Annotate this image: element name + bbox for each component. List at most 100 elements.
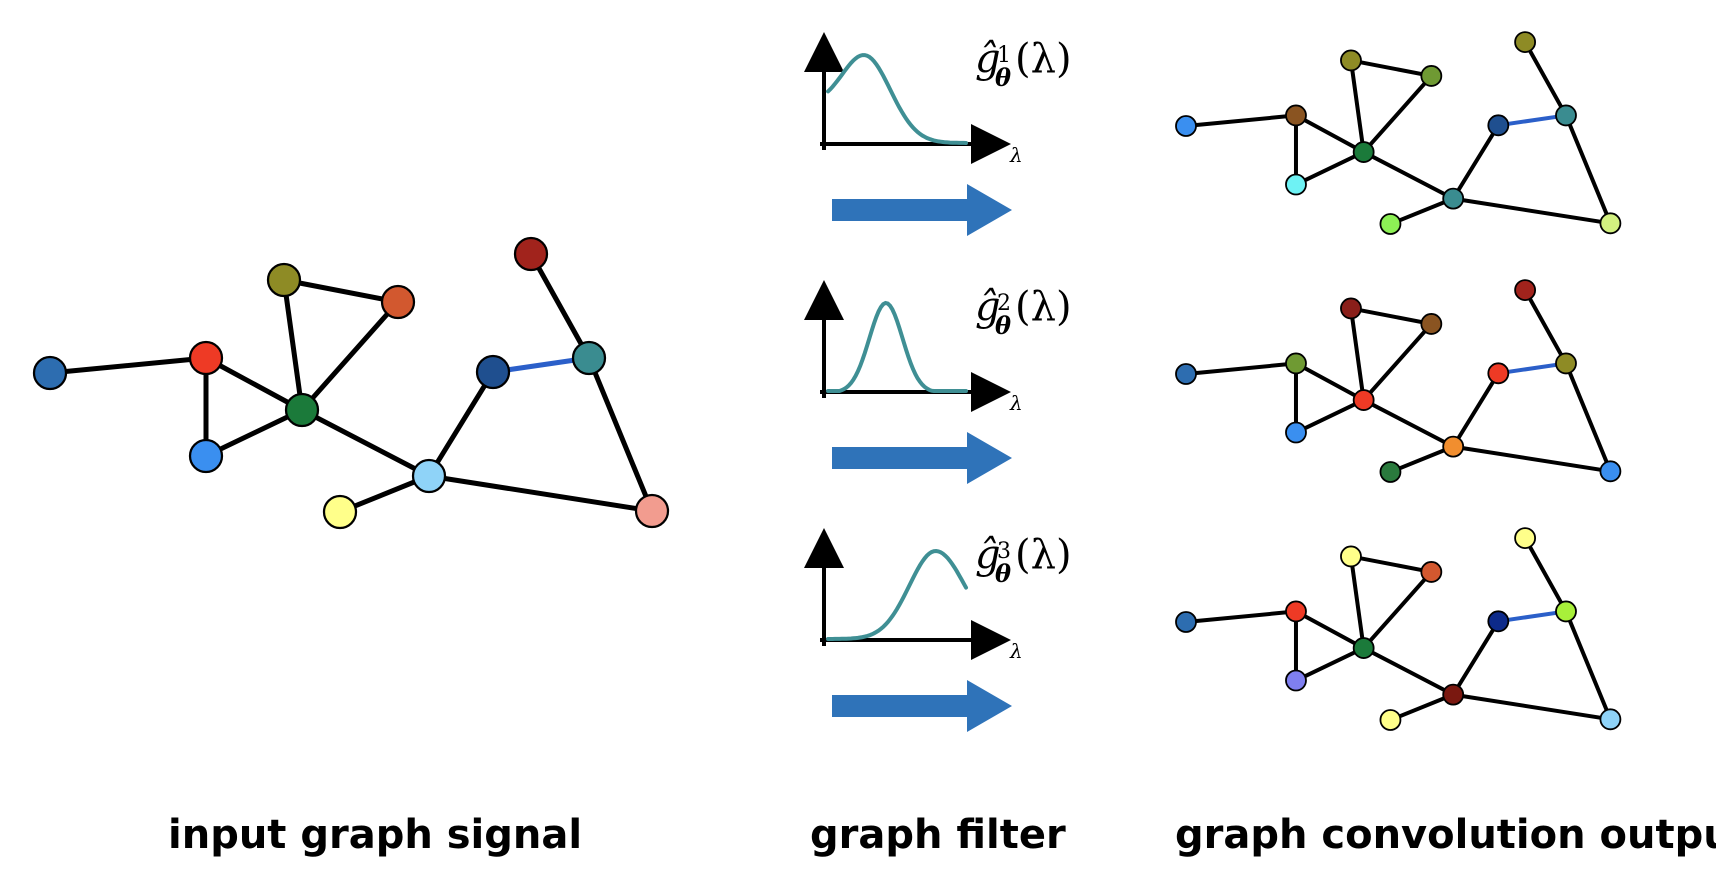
input-graph-node — [266, 262, 302, 298]
input-graph-node — [284, 392, 320, 428]
input-graph-edge — [426, 369, 496, 479]
output-graph-1-node — [1599, 212, 1622, 235]
input-graph-node — [513, 236, 549, 272]
output-graph-2-node — [1599, 460, 1622, 483]
filter-response-curve — [826, 548, 968, 641]
output-graph-1-edge — [1293, 150, 1366, 187]
output-graph-1-edge — [1563, 113, 1613, 226]
output-graph-2-node — [1175, 363, 1197, 385]
output-graph-3-node — [1599, 708, 1622, 731]
caption-input-graph-signal: input graph signal — [168, 812, 583, 858]
output-graph-2-edge — [1388, 444, 1456, 474]
output-graph-3-node — [1487, 610, 1510, 633]
filter-label-sub: θ — [995, 559, 1011, 588]
output-graph-3-edge — [1293, 646, 1366, 683]
output-graph-3-edge — [1496, 609, 1568, 624]
graph-filter-3: λ ĝ3θ(λ) — [804, 528, 1072, 732]
output-graph-2-edge — [1361, 321, 1434, 403]
output-graph-2-edge — [1451, 371, 1501, 449]
input-graph-node — [571, 340, 607, 376]
filter-label-g: ĝ — [975, 532, 1001, 578]
output-graph-1-node — [1514, 31, 1537, 54]
input-graph-edge — [299, 299, 401, 413]
filter-label-sub: θ — [995, 311, 1011, 340]
output-graph-2-node — [1514, 279, 1537, 302]
filter-label-g: ĝ — [975, 36, 1001, 82]
output-graph-1-node — [1175, 115, 1197, 137]
output-graph-3-node — [1340, 545, 1362, 568]
filter-arrow — [832, 432, 1012, 484]
output-graph-1 — [1175, 31, 1622, 235]
output-graph-1-edge — [1293, 113, 1366, 155]
output-graph-2-edge — [1361, 398, 1456, 449]
filter-label-arg: (λ) — [1015, 532, 1072, 578]
output-graph-3-edge — [1348, 554, 1434, 574]
input-graph-edge — [47, 355, 209, 376]
output-graph-1-node — [1379, 213, 1402, 235]
input-graph-node — [188, 340, 224, 376]
output-graph-1-edge — [1184, 113, 1298, 128]
input-graph-edge — [203, 355, 305, 413]
output-graph-2-edge — [1293, 398, 1366, 435]
output-graph-3-node — [1514, 527, 1537, 550]
input-graph-edge — [203, 407, 305, 459]
output-graph-3-edge — [1361, 646, 1456, 697]
output-graph-1-edge — [1451, 196, 1613, 226]
output-graph-3-edge — [1184, 609, 1298, 624]
output-graph-3-edge — [1293, 609, 1366, 651]
output-graph-3-node — [1285, 600, 1307, 623]
output-graph-2-node — [1352, 389, 1375, 411]
output-graph-1-node — [1285, 173, 1307, 196]
output-graph-2-node — [1487, 362, 1510, 385]
output-graph-1-node — [1352, 141, 1375, 163]
output-graph-3 — [1175, 527, 1622, 731]
output-graph-3-edge — [1523, 536, 1568, 614]
output-graph-2-node — [1379, 461, 1402, 483]
input-graph-edge — [528, 251, 592, 361]
filter-label-sup: 3 — [997, 539, 1011, 564]
filter-label-sup: 2 — [997, 291, 1011, 316]
output-graph-2-edge — [1523, 288, 1568, 366]
filter-label-arg: (λ) — [1015, 36, 1072, 82]
output-graph-2-node — [1285, 421, 1307, 444]
output-graph-1-node — [1487, 114, 1510, 137]
output-graph-3-edge — [1348, 554, 1366, 651]
output-graph-3-node — [1175, 611, 1197, 633]
output-graph-3-edge — [1388, 692, 1456, 722]
output-graph-3-node — [1379, 709, 1402, 731]
filter-label-arg: (λ) — [1015, 284, 1072, 330]
output-graph-1-edge — [1388, 196, 1456, 226]
input-graph-edge — [586, 355, 655, 514]
output-graph-1-edge — [1523, 40, 1568, 118]
output-graph-2-edge — [1348, 306, 1366, 403]
output-graph-2-node — [1340, 297, 1362, 320]
filter-axis-label: λ — [1009, 143, 1023, 167]
input-graph-node — [475, 354, 511, 390]
filter-axis-label: λ — [1009, 639, 1023, 663]
filter-axis-label: λ — [1009, 391, 1023, 415]
output-graph-3-edge — [1451, 619, 1501, 697]
output-graph-3-edge — [1563, 609, 1613, 722]
input-graph — [32, 236, 670, 530]
output-graph-2 — [1175, 279, 1622, 483]
output-graph-1-edge — [1348, 58, 1366, 155]
input-graph-node — [634, 493, 670, 529]
output-graph-2-node — [1555, 352, 1577, 375]
input-graph-edge — [426, 473, 655, 514]
output-graph-1-edge — [1361, 73, 1434, 155]
input-graph-edge — [281, 277, 401, 305]
input-graph-node — [380, 284, 416, 320]
output-graph-3-node — [1555, 600, 1577, 623]
output-graph-1-edge — [1348, 58, 1434, 78]
output-graph-3-edge — [1361, 569, 1434, 651]
output-graph-3-node — [1420, 561, 1443, 583]
filter-response-curve — [826, 53, 968, 145]
output-graph-1-node — [1285, 104, 1307, 127]
output-graph-1-edge — [1361, 150, 1456, 201]
output-graph-2-edge — [1184, 361, 1298, 376]
filter-label-sub: θ — [995, 63, 1011, 92]
output-graph-2-edge — [1563, 361, 1613, 474]
